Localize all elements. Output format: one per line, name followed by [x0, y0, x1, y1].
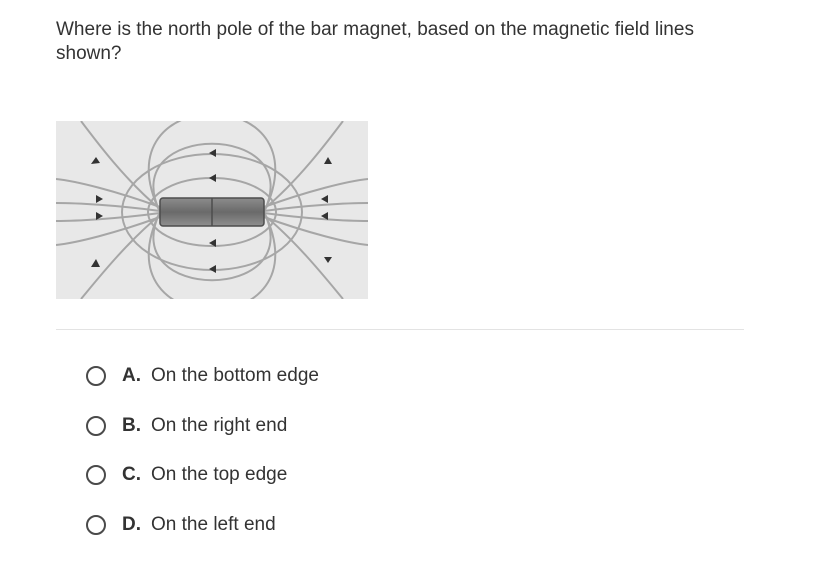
- choice-letter-a: A.: [122, 365, 141, 386]
- radio-button-c[interactable]: [86, 465, 106, 485]
- radio-button-a[interactable]: [86, 366, 106, 386]
- choice-letter-d: D.: [122, 513, 141, 535]
- choice-letter-b: B.: [122, 414, 141, 436]
- choice-d[interactable]: D. On the left end: [86, 503, 319, 547]
- choice-text-a: On the bottom edge: [151, 365, 319, 386]
- magnetic-field-figure: [56, 121, 368, 299]
- divider: [56, 329, 744, 330]
- radio-button-d[interactable]: [86, 514, 106, 535]
- choice-a[interactable]: A. On the bottom edge: [86, 354, 319, 398]
- choice-letter-c: C.: [122, 464, 141, 485]
- radio-button-b[interactable]: [86, 415, 106, 436]
- question-text: Where is the north pole of the bar magne…: [56, 19, 694, 64]
- choice-c[interactable]: C. On the top edge: [86, 453, 319, 497]
- choice-text-d: On the left end: [151, 513, 276, 535]
- choice-b[interactable]: B. On the right end: [86, 404, 319, 448]
- answer-choices: A. On the bottom edge B. On the right en…: [86, 354, 319, 552]
- choice-text-c: On the top edge: [151, 464, 288, 485]
- choice-text-b: On the right end: [151, 414, 288, 436]
